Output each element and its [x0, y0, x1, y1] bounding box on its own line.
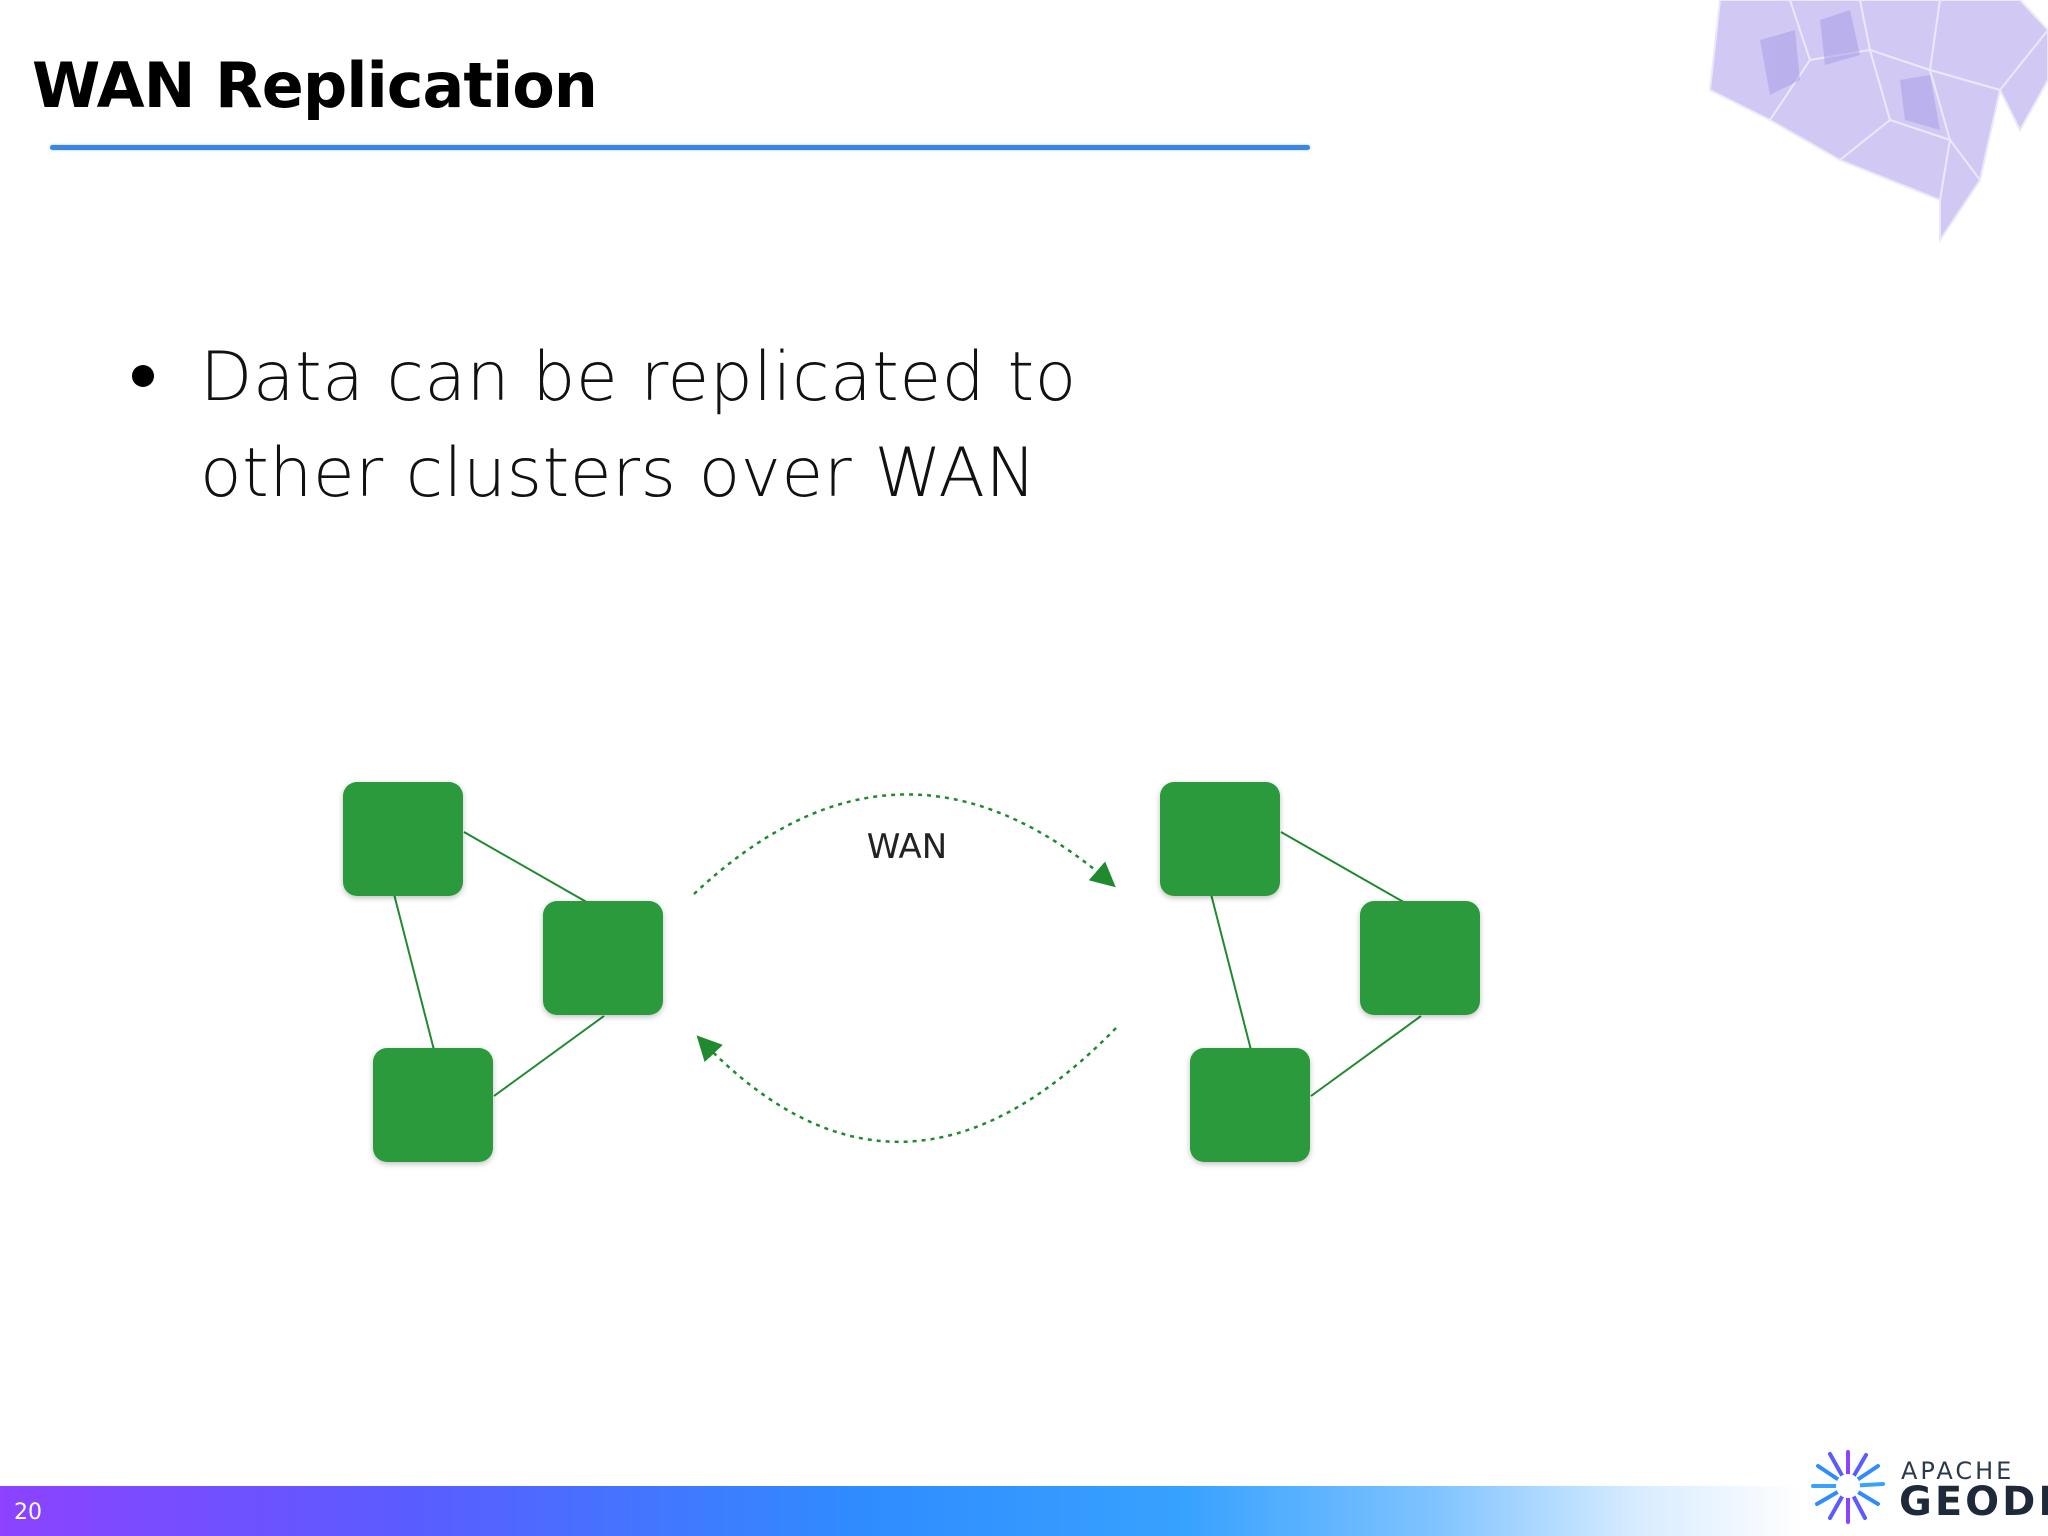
bullet-point-icon	[132, 365, 154, 387]
apache-geode-logo-icon	[1811, 1450, 1885, 1524]
cluster-node	[373, 1048, 493, 1162]
cluster-2-edge	[1310, 1015, 1422, 1097]
bullet-text-line-2: other clusters over WAN	[200, 434, 1037, 513]
cluster-node	[343, 782, 463, 896]
cluster-1-edge	[493, 1015, 605, 1097]
title-underline	[50, 145, 1310, 150]
cluster-2-edge	[1280, 831, 1422, 913]
footer-gradient-bar	[0, 1486, 2048, 1536]
crystal-decoration-icon	[1708, 0, 2048, 244]
cluster-node	[543, 901, 663, 1015]
cluster-node	[1160, 782, 1280, 896]
cluster-1-edge	[463, 831, 605, 913]
wan-label: WAN	[867, 827, 947, 867]
logo-geode-text: GEODE	[1899, 1479, 2048, 1525]
logo-apache-text: APACHE	[1901, 1457, 2015, 1485]
cluster-node	[1360, 901, 1480, 1015]
page-number: 20	[14, 1500, 42, 1525]
cluster-2	[1160, 782, 1480, 1162]
slide-title: WAN Replication	[32, 49, 598, 122]
cluster-node	[1190, 1048, 1310, 1162]
cluster-1-edge	[393, 893, 435, 1051]
wan-link-forward	[693, 793, 1116, 895]
cluster-2-edges	[1210, 831, 1422, 1097]
bullet-text-line-1: Data can be replicated to	[200, 338, 1077, 417]
cluster-1	[343, 782, 663, 1162]
cluster-1-edges	[393, 831, 605, 1097]
cluster-2-edge	[1210, 893, 1252, 1051]
wan-link-return	[696, 1027, 1117, 1143]
